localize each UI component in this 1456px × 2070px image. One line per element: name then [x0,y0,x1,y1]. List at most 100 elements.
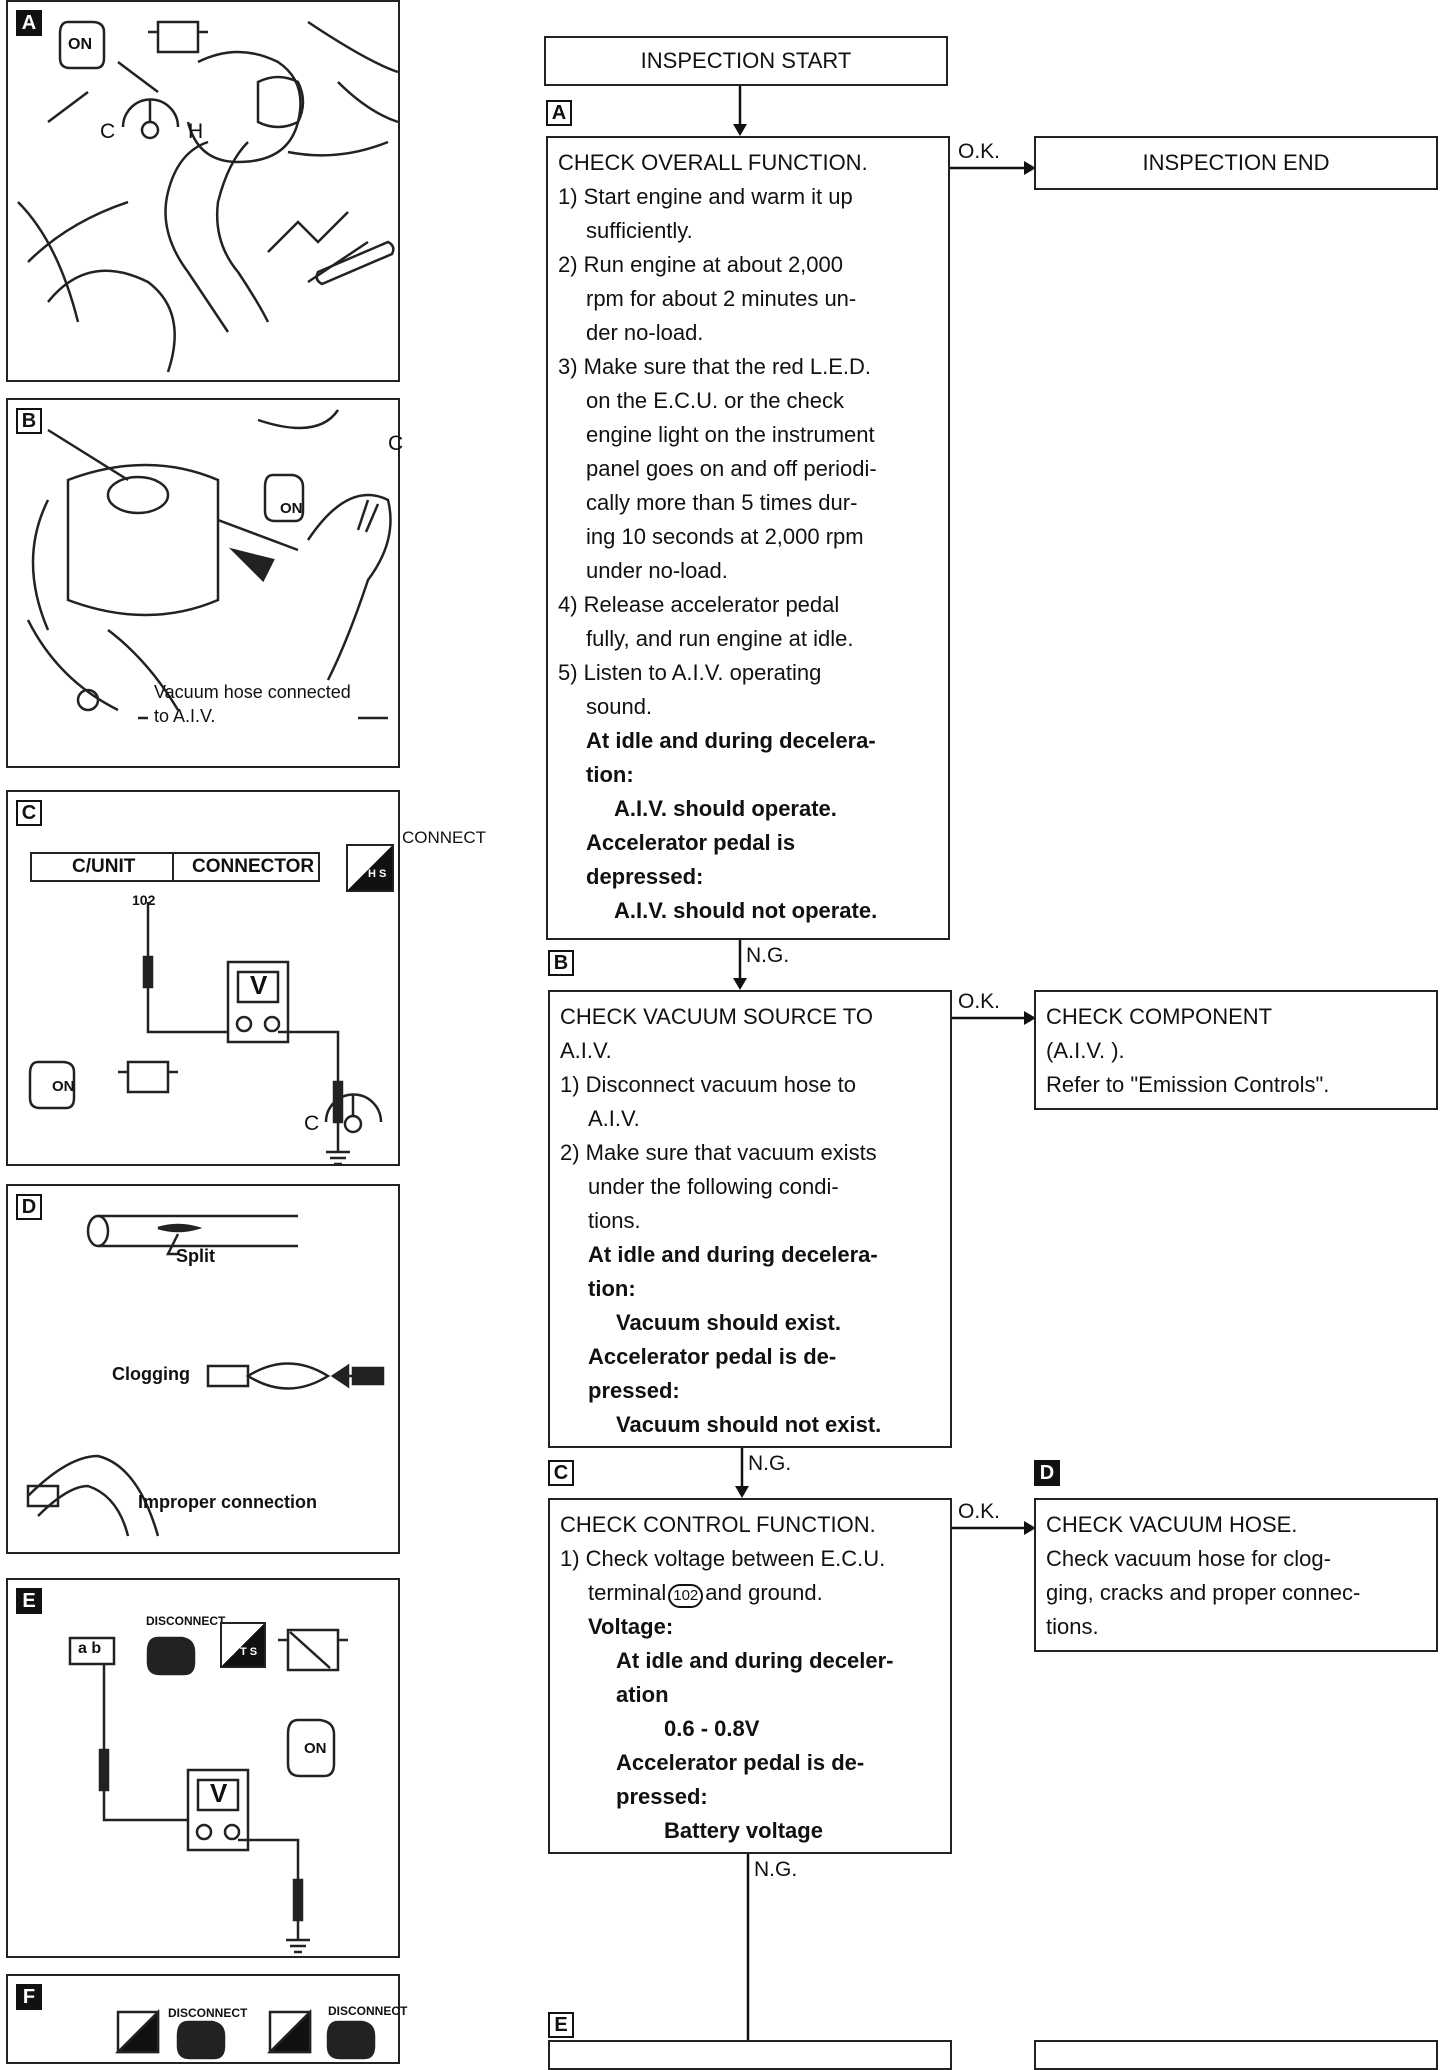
ts-label: T S [240,1646,258,1658]
step-c-line-10: Battery voltage [664,1818,823,1843]
ok-label-c: O.K. [958,1500,1001,1523]
aiv-voltage-circuit [68,1628,348,1954]
step-b-line-11: Accelerator pedal is de- [588,1344,837,1369]
step-a-line-23: A.I.V. should not operate. [614,898,878,923]
step-b-line-10: Vacuum should exist. [616,1310,841,1335]
illustration-d-tag: D [16,1194,42,1220]
step-b-line-1: CHECK VACUUM SOURCE TO [560,1004,873,1029]
step-a-line-1: CHECK OVERALL FUNCTION. [558,150,868,175]
step-e-box [548,2040,952,2070]
gauge-h-label: H [188,120,204,143]
hose-text: CHECK VACUUM HOSE. Check vacuum hose for… [1036,1500,1436,1644]
step-c-line-4: Voltage: [588,1614,674,1639]
component-line-3: Refer to "Emission Controls". [1046,1072,1330,1097]
step-a-line-20: A.I.V. should operate. [614,796,837,821]
step-e-tag: E [548,2012,574,2038]
check-vacuum-hose-box: CHECK VACUUM HOSE. Check vacuum hose for… [1034,1498,1438,1652]
step-a-tag: A [546,100,572,126]
step-c-line-3-rest: and ground. [705,1580,823,1605]
voltmeter-v-label: V [250,970,268,1000]
step-c-line-8: Accelerator pedal is de- [616,1750,865,1775]
connector-pins-label: a b [78,1640,102,1657]
illustration-b-tag: B [16,408,42,434]
step-a-line-16: 5) Listen to A.I.V. operating [558,660,822,685]
vacuum-hose-caption-2: to A.I.V. [154,706,216,726]
check-control-function-box: CHECK CONTROL FUNCTION. 1) Check voltage… [548,1498,952,1854]
component-line-1: CHECK COMPONENT [1046,1004,1273,1029]
ts-badge-icon [220,1622,266,1668]
step-b-line-13: Vacuum should not exist. [616,1412,882,1437]
illustration-c: C C/UNIT CONNECTOR 102 CONNECT H S V ON … [6,790,486,1166]
step-c-line-5: At idle and during deceler- [616,1648,894,1673]
step-c-line-7: 0.6 - 0.8V [664,1716,760,1741]
step-a-line-13: under no-load. [586,558,728,583]
step-a-line-14: 4) Release accelerator pedal [558,592,840,617]
split-label: Split [176,1246,215,1266]
step-c-tag: C [548,1460,574,1486]
step-a-line-15: fully, and run engine at idle. [586,626,854,651]
illustration-f-tag: F [16,1984,42,2010]
disconnect-label-f1: DISCONNECT [168,2006,248,2020]
control-unit-connector: C/UNIT CONNECTOR [30,852,320,882]
step-a-line-11: cally more than 5 times dur- [586,490,858,515]
terminal-prefix: terminal [588,1580,667,1605]
step-c-text: CHECK CONTROL FUNCTION. 1) Check voltage… [550,1500,950,1848]
hose-line-3: ging, cracks and proper connec- [1046,1580,1361,1605]
step-c-line-6: ation [616,1682,669,1707]
vacuum-hose-caption: Vacuum hose connected [154,682,351,702]
step-c-line-2: 1) Check voltage between E.C.U. [560,1546,886,1571]
improper-connection-label: Improper connection [138,1492,318,1512]
step-a-line-5: rpm for about 2 minutes un- [586,286,857,311]
step-b-line-9: tion: [588,1276,636,1301]
illustration-e-tag: E [16,1588,42,1614]
step-a-line-18: At idle and during decelera- [586,728,876,753]
hose-line-1: CHECK VACUUM HOSE. [1046,1512,1298,1537]
connect-label: CONNECT [402,828,487,847]
step-a-line-4: 2) Run engine at about 2,000 [558,252,844,277]
ignition-on-label-c: ON [52,1078,75,1095]
step-b-line-3: 1) Disconnect vacuum hose to [560,1072,856,1097]
step-a-line-17: sound. [586,694,653,719]
clogging-label: Clogging [112,1364,190,1384]
step-b-line-8: At idle and during decelera- [588,1242,878,1267]
engine-hose-drawing [17,20,399,373]
inspection-end-box: INSPECTION END [1034,136,1438,190]
step-a-line-22: depressed: [586,864,704,889]
step-a-line-9: engine light on the instrument [586,422,875,447]
illustration-c-tag: C [16,800,42,826]
step-e-side-box [1034,2040,1438,2070]
aiv-valve-drawing [26,409,392,720]
terminal-102-label: 102 [132,892,156,908]
check-vacuum-source-box: CHECK VACUUM SOURCE TO A.I.V. 1) Disconn… [548,990,952,1448]
illustration-a-tag: A [16,10,42,36]
step-a-text: CHECK OVERALL FUNCTION. 1) Start engine … [548,138,948,928]
ng-label-a: N.G. [746,944,790,967]
step-a-line-10: panel goes on and off periodi- [586,456,877,481]
vacuum-hose-defects-drawing [26,1214,385,1537]
step-a-line-8: on the E.C.U. or the check [586,388,845,413]
step-b-line-2: A.I.V. [560,1038,612,1063]
gauge-c-label-c: C [304,1112,320,1135]
check-overall-function-box: CHECK OVERALL FUNCTION. 1) Start engine … [546,136,950,940]
c-unit-label: C/UNIT [72,856,136,877]
gauge-c-label: C [100,120,116,143]
voltmeter-v-label-e: V [210,1778,228,1808]
disconnect-label-f2: DISCONNECT [328,2004,408,2018]
inspection-start-box: INSPECTION START [544,36,948,86]
step-c-line-9: pressed: [616,1784,708,1809]
step-b-tag: B [548,950,574,976]
illustration-b: B ON C H Vacuum hose connected to A.I.V. [6,398,403,768]
ignition-on-label: ON [68,36,92,53]
step-b-line-7: tions. [588,1208,641,1233]
step-a-line-2: 1) Start engine and warm it up [558,184,853,209]
illustration-e: E DISCONNECT T S a b V ON [6,1578,400,1958]
illustration-d: D Split Clogging Improper connection [6,1184,400,1554]
hose-line-2: Check vacuum hose for clog- [1046,1546,1331,1571]
check-component-box: CHECK COMPONENT (A.I.V. ). Refer to "Emi… [1034,990,1438,1110]
hs-badge-icon [346,844,394,892]
ok-label-b: O.K. [958,990,1001,1013]
temperature-gauge-icon [121,98,180,140]
ok-label-a: O.K. [958,140,1001,163]
inspection-start-text: INSPECTION START [640,48,852,73]
